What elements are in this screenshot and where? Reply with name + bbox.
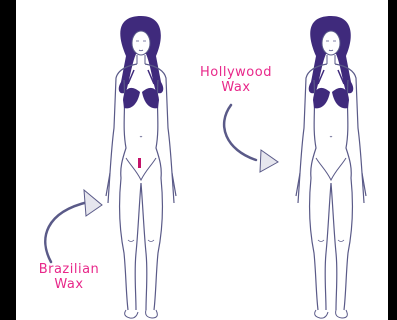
hollywood-arrowhead xyxy=(260,150,278,172)
hollywood-arrow xyxy=(224,105,256,160)
illustration-panel: Brazilian Wax Hollywood Wax xyxy=(16,0,388,320)
brazilian-wax-label: Brazilian Wax xyxy=(26,262,112,292)
brazilian-label-line2: Wax xyxy=(26,277,112,292)
woman-figure-right xyxy=(296,16,366,318)
brazilian-arrow xyxy=(45,202,88,262)
hollywood-wax-label: Hollywood Wax xyxy=(186,65,286,95)
hollywood-label-line2: Wax xyxy=(186,80,286,95)
hollywood-label-line1: Hollywood xyxy=(186,65,286,80)
brazilian-arrowhead xyxy=(84,190,102,216)
brazilian-label-line1: Brazilian xyxy=(26,262,112,277)
brazilian-wax-strip xyxy=(138,158,141,168)
